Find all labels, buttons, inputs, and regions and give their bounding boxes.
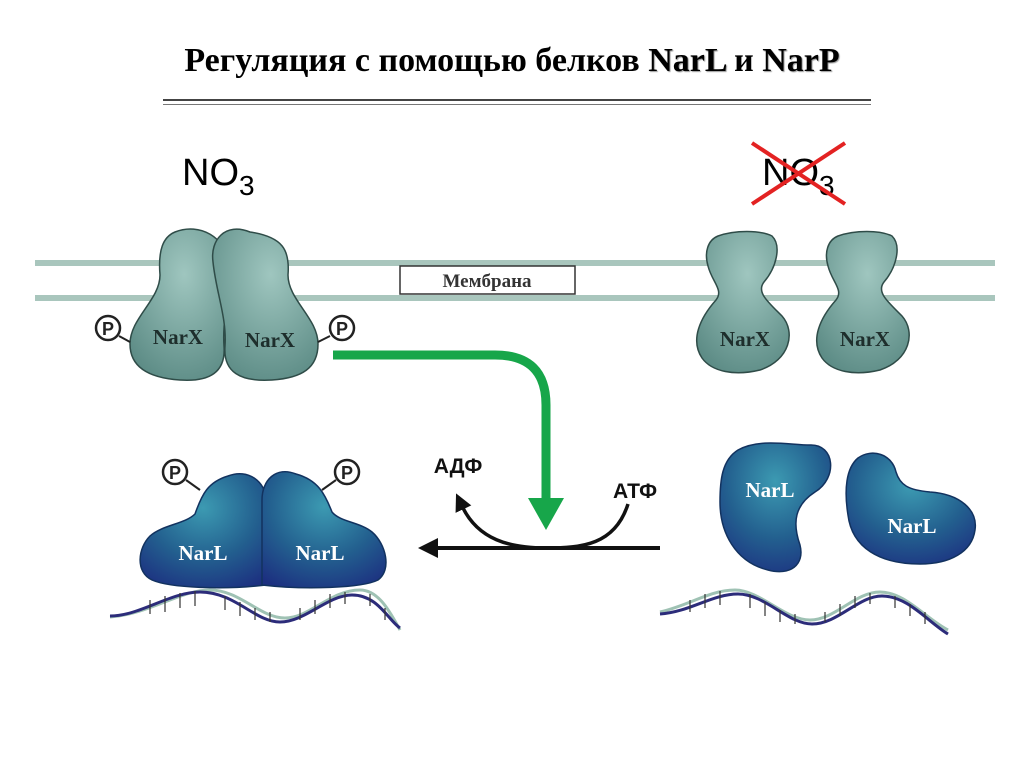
cross-out-line-2 <box>750 141 847 206</box>
dna-left-base-pairs <box>149 591 386 622</box>
narx-monomers-inactive: NarX NarX <box>695 230 910 374</box>
title-prefix: Регуляция с помощью белков <box>184 42 649 79</box>
nitrate-present-label: NO3 <box>182 152 255 201</box>
dna-right <box>659 588 949 636</box>
membrane: Мембрана <box>35 260 995 301</box>
dna-right-strand-dark <box>659 592 949 636</box>
membrane-inner-layer <box>35 295 995 301</box>
phosphate-circle-left <box>94 314 122 342</box>
narl-monomer-2-label: NarL <box>888 514 937 538</box>
title-underline-thin <box>163 104 871 105</box>
nitrate-formula-absent: NO3 <box>762 152 835 201</box>
narl-monomer-1-label: NarL <box>746 478 795 502</box>
narx-label-left: NarX <box>153 325 203 349</box>
narl-dimer-active: NarL NarL P P <box>139 458 387 589</box>
title-conjunction: и <box>725 42 763 79</box>
atp-label: АТФ <box>613 480 657 503</box>
nitrate-absent-label: NO3 <box>750 141 847 206</box>
title-underline-thick <box>163 99 871 101</box>
phosphate-label-right: P <box>336 319 348 339</box>
phosphate-circle-right <box>328 314 356 342</box>
narx-dimer-active: NarX NarX P P <box>94 228 356 381</box>
narx-subunit-right <box>211 228 319 381</box>
nitrate-formula: NO3 <box>182 152 255 201</box>
narl-label-left: NarL <box>179 541 228 565</box>
phosphate-label-left: P <box>102 319 114 339</box>
dna-left-strand-dark <box>109 590 401 630</box>
title-protein-narl: NarL <box>648 42 726 79</box>
narl-subunit-left <box>139 473 267 589</box>
phosphotransfer-arrow <box>333 350 564 530</box>
title-protein-narp: NarP <box>762 42 840 79</box>
membrane-label-box <box>399 265 576 295</box>
dna-right-strand-light <box>659 588 949 632</box>
phosphorylation-arrow-head <box>418 538 438 558</box>
narl-phosphate-label-left: P <box>169 463 181 483</box>
narl-subunit-right <box>261 471 387 589</box>
narx-monomer-2-label: NarX <box>840 327 890 351</box>
membrane-outer-layer <box>35 260 995 266</box>
nitrate-base: NO <box>182 152 239 194</box>
membrane-label: Мембрана <box>442 271 532 292</box>
dna-right-base-pairs <box>689 591 926 624</box>
phosphate-bond-right <box>317 335 331 343</box>
atp-adp-reaction: АДФ АТФ <box>418 455 660 558</box>
narx-label-right: NarX <box>245 328 295 352</box>
narx-monomer-2 <box>815 230 910 374</box>
nitrate-absent-base: NO <box>762 152 819 194</box>
narx-monomer-1-label: NarX <box>720 327 770 351</box>
narl-phosphate-bond-right <box>321 479 337 491</box>
dna-left <box>109 588 402 631</box>
phosphotransfer-arrow-shaft <box>333 350 551 500</box>
narl-phosphate-bond-left <box>185 479 201 491</box>
phosphate-bond-left <box>118 335 131 343</box>
narl-phosphate-circle-left <box>161 458 189 486</box>
phosphotransfer-arrow-head <box>528 498 564 530</box>
narl-phosphate-label-right: P <box>341 463 353 483</box>
adp-label: АДФ <box>434 455 483 478</box>
narl-phosphate-circle-right <box>333 458 361 486</box>
narl-monomer-2 <box>845 452 976 565</box>
narl-monomers-inactive: NarL NarL <box>719 442 976 573</box>
narx-monomer-1 <box>695 230 790 374</box>
nitrate-subscript: 3 <box>239 170 255 201</box>
narl-monomer-1 <box>719 442 832 573</box>
slide-title: Регуляция с помощью белков NarL и NarP <box>0 42 1024 80</box>
narl-label-right: NarL <box>296 541 345 565</box>
